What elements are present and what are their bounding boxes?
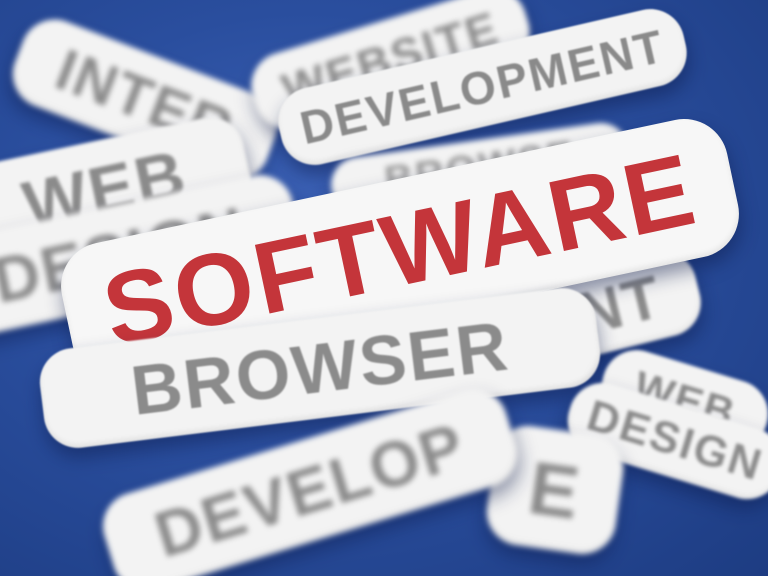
sticker-e-bottom-text: E <box>523 445 587 535</box>
